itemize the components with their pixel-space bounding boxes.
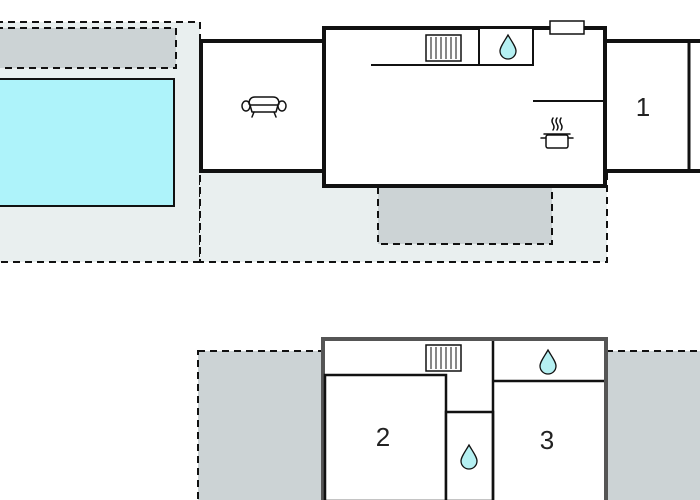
radiator-icon xyxy=(425,34,462,62)
bedroom-1-area xyxy=(603,39,700,173)
paved-area-right xyxy=(605,350,700,500)
cooking-pot-icon xyxy=(540,117,574,149)
living-room xyxy=(199,39,327,173)
water-drop-icon xyxy=(460,443,478,470)
sofa-icon xyxy=(241,96,287,118)
water-drop-icon xyxy=(539,348,557,375)
building-lower: 2 3 xyxy=(321,337,608,500)
bedroom-2-label: 2 xyxy=(376,422,390,452)
paved-patio xyxy=(377,185,553,245)
bedroom-1-label: 1 xyxy=(636,92,650,122)
building-upper: 1 xyxy=(199,20,700,188)
swimming-pool xyxy=(0,78,175,207)
water-drop-icon xyxy=(499,33,517,60)
paved-strip xyxy=(0,27,177,69)
radiator-icon xyxy=(425,344,462,372)
main-hall xyxy=(322,26,607,188)
paved-area-left xyxy=(197,350,325,500)
bedroom-3-label: 3 xyxy=(540,425,554,455)
outdoor-zones-lower xyxy=(197,350,700,500)
window-marker xyxy=(549,20,585,35)
